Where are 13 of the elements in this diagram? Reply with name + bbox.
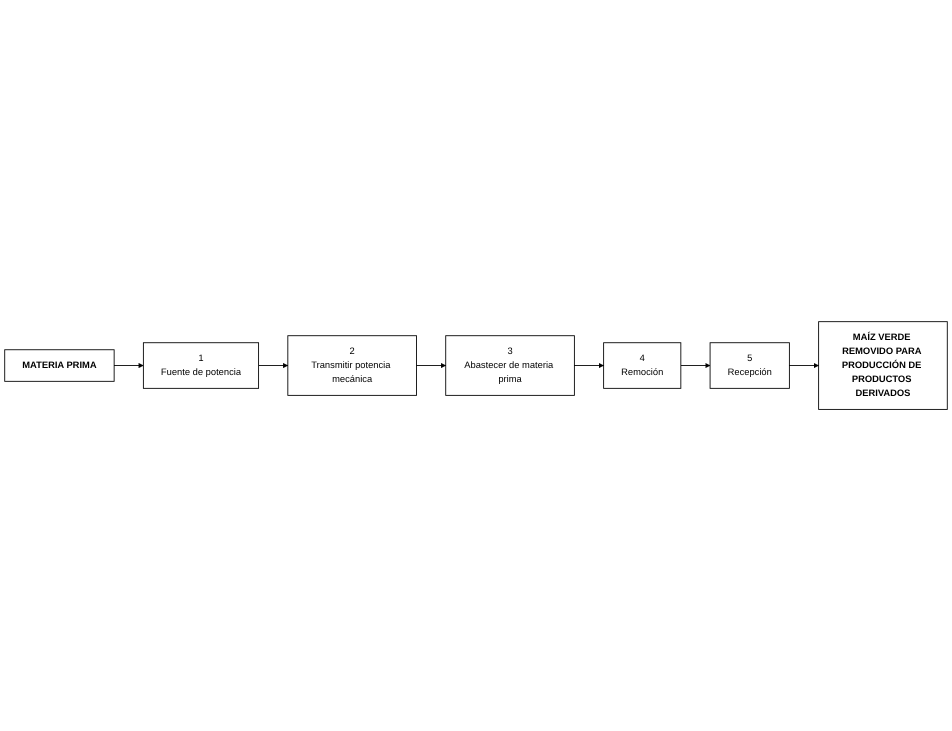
- node-box: 4 Remoción: [603, 342, 682, 389]
- arrow: [258, 362, 288, 368]
- arrow: [788, 362, 819, 368]
- node-box: MAÍZ VERDE REMOVIDO PARA PRODUCCIÓN DE PRODUCTOS DERIVADOS: [818, 321, 948, 410]
- node-box: 1 Fuente de potencia: [142, 342, 260, 389]
- arrow: [574, 362, 604, 368]
- node-box: MATERIA PRIMA: [4, 349, 115, 382]
- arrow: [680, 362, 710, 368]
- arrow: [416, 362, 446, 368]
- arrow: [114, 362, 144, 368]
- node-box: 3 Abastecer de materia prima: [445, 335, 575, 396]
- node-box: 5 Recepción: [710, 342, 790, 389]
- node-box: 2 Transmitir potencia mecánica: [287, 335, 417, 396]
